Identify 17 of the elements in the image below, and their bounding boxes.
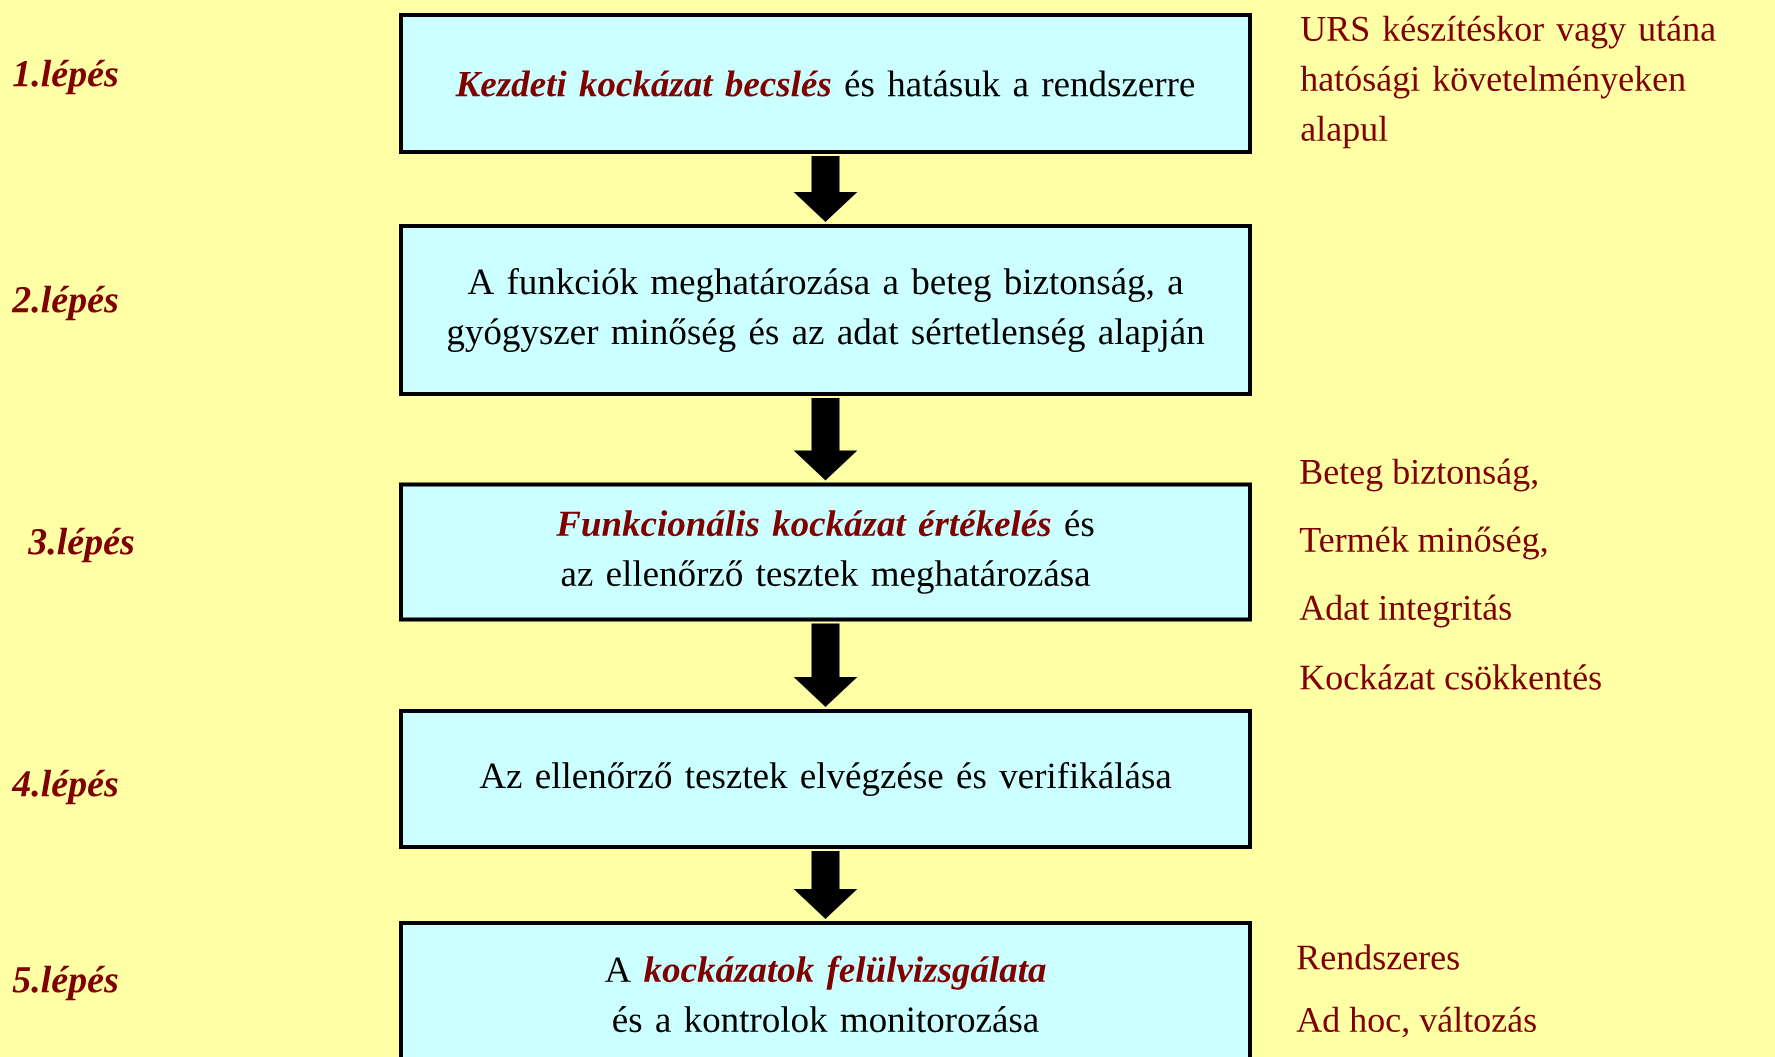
side-note: Adat integritás bbox=[1299, 594, 1511, 628]
process-box: A kockázatok felülvizsgálata és a kontrolok monitorozása bbox=[399, 921, 1252, 1057]
side-note: Termék minőség, bbox=[1299, 526, 1547, 560]
process-box: A funkciók meghatározása a beteg biztonság, a gyógyszer minőség és az adat sértetlenség alapján bbox=[399, 224, 1252, 396]
step-label: 4.lépés bbox=[11, 769, 118, 805]
process-box: Funkcionális kockázat értékelés és az ellenőrző tesztek meghatározása bbox=[399, 482, 1252, 622]
side-note: URS készítéskor vagy utána hatósági követelményeken alapul bbox=[1300, 15, 1716, 149]
step-label: 1.lépés bbox=[13, 59, 118, 95]
side-note: Kockázat csökkentés bbox=[1300, 664, 1601, 690]
process-box: Az ellenőrző tesztek elvégzése és verifikálása bbox=[399, 709, 1252, 849]
process-box: Kezdeti kockázat becslés és hatásuk a rendszerre bbox=[399, 13, 1252, 154]
step-label: 2.lépés bbox=[11, 285, 118, 321]
step-label: 5.lépés bbox=[12, 965, 118, 1001]
side-note: Ad hoc, változás bbox=[1296, 1006, 1536, 1038]
side-note: Rendszeres bbox=[1297, 944, 1459, 970]
side-note: Beteg biztonság, bbox=[1300, 458, 1537, 492]
step-label: 3.lépés bbox=[27, 527, 134, 563]
